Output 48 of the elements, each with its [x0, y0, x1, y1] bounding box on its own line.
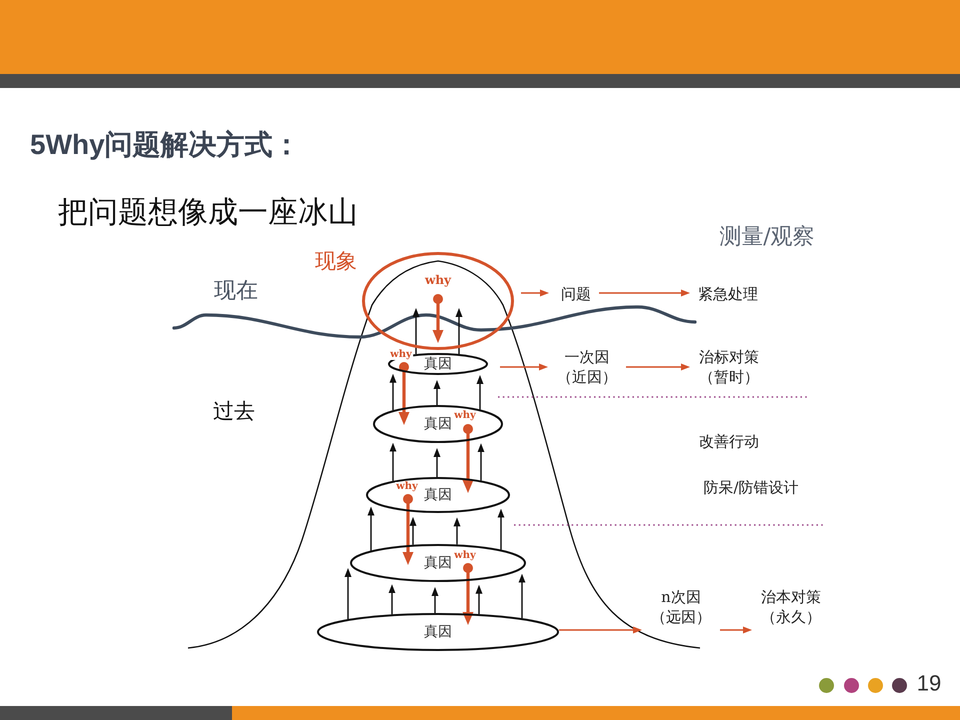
arrow	[521, 290, 548, 296]
arrow	[454, 518, 460, 544]
arrow	[476, 376, 484, 410]
step-text: 治标对策（暂时）	[698, 346, 760, 388]
arrow	[368, 508, 374, 551]
page-number: 19	[916, 670, 942, 696]
arrow	[478, 444, 484, 481]
arrow	[412, 309, 420, 354]
arrow	[626, 364, 689, 370]
why-arrow	[462, 563, 474, 624]
arrow	[390, 444, 396, 481]
why-arrow	[462, 424, 474, 492]
arrow	[434, 381, 440, 405]
edge-label: why	[424, 274, 452, 286]
why-arrow	[402, 494, 414, 564]
step-text: n次因（远因）	[650, 586, 712, 628]
arrow	[476, 586, 482, 614]
slide-title: 5Why问题解决方式：	[30, 128, 301, 162]
edge-label: why	[453, 411, 477, 421]
edge-label: why	[453, 551, 477, 561]
arrow	[434, 449, 440, 477]
action-label: 改善行动	[699, 433, 759, 451]
time-label: 过去	[213, 398, 255, 424]
step-text: 一次因（近因）	[556, 346, 618, 388]
arrow	[498, 510, 504, 550]
edge-label: why	[389, 350, 413, 360]
arrow	[388, 585, 396, 614]
arrow	[720, 626, 751, 634]
arrow	[432, 588, 438, 613]
arrow	[500, 364, 547, 370]
arrow	[518, 574, 526, 618]
step-text: 问题	[561, 284, 591, 304]
edge-label: why	[395, 482, 419, 492]
step-text: 治本对策（永久）	[760, 586, 822, 628]
action-label: 防呆/防错设计	[703, 479, 799, 497]
step-text: 紧急处理	[698, 284, 758, 304]
arrow	[390, 374, 396, 410]
subtitle: 把问题想像成一座冰山	[58, 196, 358, 230]
why-arrow	[398, 362, 410, 424]
arrow	[559, 626, 641, 634]
arrow	[599, 290, 689, 296]
arrow	[344, 569, 352, 620]
time-label: 现在	[214, 278, 258, 304]
why-arrow	[432, 294, 444, 342]
ellipse-heading: 现象	[315, 248, 357, 274]
column-heading: 测量/观察	[719, 224, 815, 250]
arrow	[410, 518, 416, 545]
cause-ellipse: 真因	[317, 613, 559, 651]
